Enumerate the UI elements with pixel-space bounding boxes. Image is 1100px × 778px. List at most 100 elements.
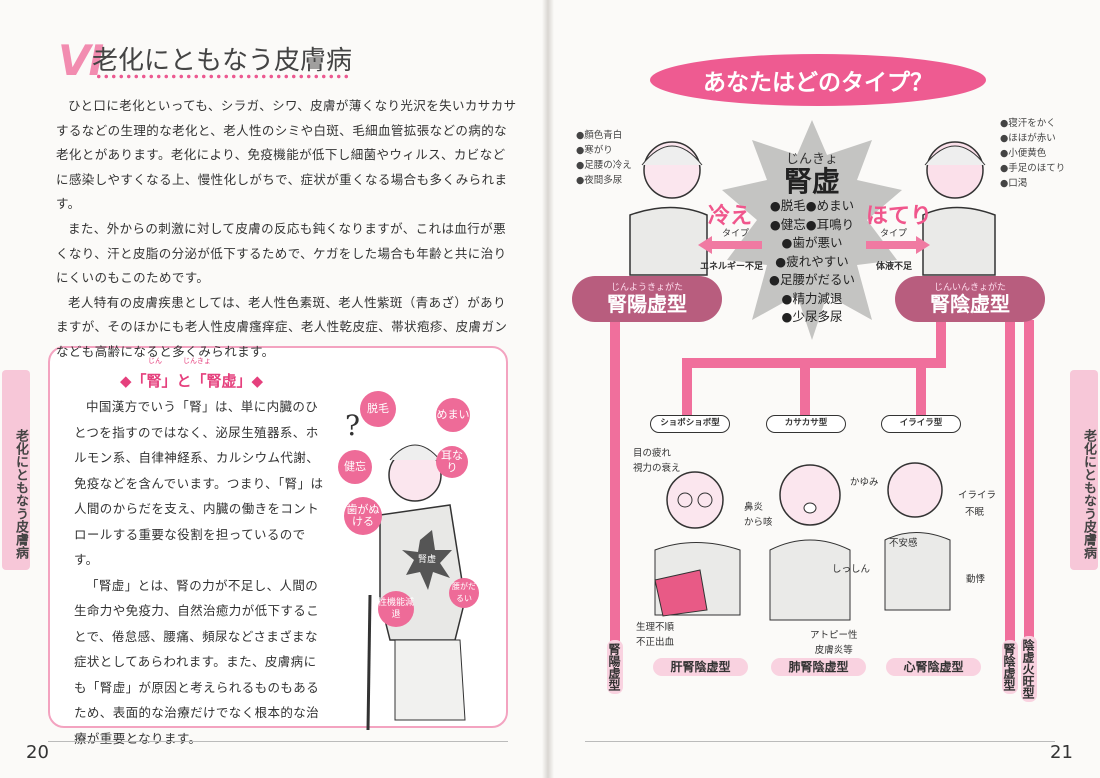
cold-person-illustration (629, 141, 708, 276)
connector-bar (1024, 320, 1034, 642)
subtype-tag: ショボショボ型 (650, 415, 730, 433)
intro-paragraph-2: また、外からの刺激に対して皮膚の反応も鈍くなりますが、これは血行が悪くなり、汗と… (56, 220, 507, 286)
heat-symptoms: ●寝汗をかく ●ほほが赤い ●小便黄色 ●手足のほてり ●口渇 (1000, 116, 1065, 191)
connector-bar (610, 320, 620, 642)
center-symptom: ●脱毛●めまい (769, 198, 855, 213)
connector-bar (800, 358, 810, 416)
subtype2-note-rhinitis: 鼻炎から咳 (744, 502, 773, 528)
center-symptom: ●歯が悪い (781, 235, 843, 250)
subtype3-note-irritation: イライラ (958, 490, 997, 501)
cold-symptom: ●顔色青白 (576, 130, 623, 141)
arrow-left-icon (698, 236, 762, 254)
box-paragraph-2: 「腎虚」とは、腎の力が不足し、人間の生命力や免疫力、自然治癒力が低下することで、… (74, 577, 320, 746)
vertical-label-yin: 腎陰虚型 (1002, 640, 1018, 694)
subtype1-notes-bottom: 生理不順不正出血 (636, 622, 675, 648)
subtype-name: 肺腎陰虚型 (771, 658, 866, 676)
subtype2-note-itch: かゆみ (850, 477, 879, 488)
heat-symptom: ●寝汗をかく (1000, 118, 1056, 129)
subtype-tag: カサカサ型 (766, 415, 846, 433)
footer-rule-left (48, 741, 508, 742)
center-symptom: ●足腰がだるい (769, 272, 855, 287)
subtype-name: 心腎陰虚型 (886, 658, 981, 676)
center-symptom: ●疲れやすい (775, 253, 849, 269)
connector-bar (682, 358, 946, 368)
section-header: あなたはどのタイプ？ (703, 70, 933, 96)
heat-type-sub: タイプ (880, 229, 908, 239)
coughing-person (769, 464, 851, 621)
bubble-tooth-loss: 歯がぬける (344, 497, 382, 535)
box-heading-ruby: じん じんきょ (148, 357, 211, 365)
kidney-yin-deficiency-pill: じんいんきょがた 腎陰虚型 (895, 276, 1045, 322)
left-side-tab: 老化にともなう皮膚病 (2, 370, 30, 570)
center-ruby: じんきょ (785, 152, 838, 167)
tired-eyes-person (654, 471, 741, 617)
subtype-tag: イライラ型 (881, 415, 961, 433)
box-heading: ◆「腎」と「腎虚」◆ (120, 372, 264, 390)
subtype3-note-insomnia: 不眠 (965, 507, 985, 518)
center-symptom: ●健忘●耳鳴り (769, 216, 855, 232)
starburst-label: 腎虚 (418, 553, 436, 565)
cold-cause: エネルギー不足 (700, 262, 764, 272)
cold-symptom: ●足腰の冷え (576, 160, 632, 171)
bubble-sexual-decline: 性機能減退 (378, 591, 414, 627)
heat-type-label: ほてり (866, 204, 933, 229)
connector-bar (1005, 320, 1015, 642)
heat-symptom: ●小便黄色 (1000, 148, 1047, 159)
svg-text:?: ? (345, 409, 360, 442)
box-text: 中国漢方でいう「腎」は、単に内臓のひとつを指すのではなく、泌尿生殖器系、ホルモン… (74, 394, 324, 751)
cold-symptom: ●寒がり (576, 145, 613, 156)
heat-symptom: ●ほほが赤い (1000, 133, 1056, 144)
page-number-right: 21 (1050, 742, 1073, 763)
subtype3-note-anxiety: 不安感 (889, 538, 918, 549)
kidney-deficiency-center: じんきょ 腎虚 ●脱毛●めまい ●健忘●耳鳴り ●歯が悪い ●疲れやすい ●足腰… (762, 148, 862, 327)
center-symptom: ●少尿多尿 (781, 309, 843, 324)
cold-type-sub: タイプ (722, 229, 750, 239)
subtype2-notes-bottom: アトピー性皮膚炎等 (810, 630, 858, 656)
subtype-name: 肝腎陰虚型 (653, 658, 748, 676)
page-number-left: 20 (26, 742, 49, 763)
pill-label: 腎陰虚型 (930, 292, 1010, 316)
page-title: 老化にともなう皮膚病 (92, 46, 353, 76)
title-dotted-underline (95, 74, 351, 79)
pill-ruby: じんいんきょがた (933, 283, 1006, 293)
center-symptom: ●精力減退 (781, 290, 843, 306)
elderly-woman-illustration: ? 腎虚 (345, 409, 466, 730)
subtype-illustrations (654, 462, 951, 621)
subtype2-note-eczema: しっしん (832, 564, 871, 575)
intro-paragraph-1: ひと口に老化といっても、シラガ、シワ、皮膚が薄くなり光沢を失いカサカサするなどの… (56, 98, 517, 212)
center-title: 腎虚 (783, 165, 840, 198)
right-side-tab: 老化にともなう皮膚病 (1070, 370, 1098, 570)
vertical-label-yang: 腎陽虚型 (607, 640, 623, 694)
connector-bar (682, 358, 692, 416)
box-paragraph-1: 中国漢方でいう「腎」は、単に内臓のひとつを指すのではなく、泌尿生殖器系、ホルモン… (74, 399, 324, 567)
starburst-shape (722, 120, 902, 340)
vertical-label-yin-fire: 陰虚火旺型 (1021, 636, 1037, 702)
connector-bar (916, 358, 926, 416)
flushed-person-illustration (922, 141, 996, 276)
side-tab-label: 老化にともなう皮膚病 (13, 429, 28, 559)
footer-rule-right (585, 741, 1055, 742)
connector-bar (936, 320, 946, 364)
anxious-person (884, 462, 951, 611)
intro-text: ひと口に老化といっても、シラガ、シワ、皮膚が薄くなり光沢を失いカサカサするなどの… (56, 94, 518, 365)
subtype3-note-palpitation: 動悸 (966, 574, 986, 585)
bubble-back-fatigue: 腰がだるい (449, 578, 479, 608)
cold-type-label: 冷え (708, 204, 753, 229)
bubble-tinnitus: 耳なり (436, 446, 468, 478)
kidney-yang-deficiency-pill: じんようきょがた 腎陽虚型 (572, 276, 722, 322)
heat-symptom: ●手足のほてり (1000, 163, 1066, 174)
pill-label: 腎陽虚型 (607, 292, 687, 316)
bubble-forgetfulness: 健忘 (338, 450, 372, 484)
cold-symptoms: ●顔色青白 ●寒がり ●足腰の冷え ●夜間多尿 (576, 128, 632, 188)
book-gutter (542, 0, 554, 778)
bubble-dizziness: めまい (436, 398, 470, 432)
side-tab-label: 老化にともなう皮膚病 (1081, 429, 1096, 559)
intro-paragraph-3: 老人特有の皮膚疾患としては、老人性色素斑、老人性紫斑（青あざ）がありますが、その… (56, 294, 508, 359)
pill-ruby: じんようきょがた (610, 283, 683, 293)
cold-symptom: ●夜間多尿 (576, 175, 623, 186)
heat-cause: 体液不足 (876, 262, 913, 272)
subtype1-notes-top: 目の疲れ視力の衰え (633, 448, 681, 474)
section-header-oval: あなたはどのタイプ？ (650, 54, 986, 106)
heat-symptom: ●口渇 (1000, 178, 1028, 189)
arrow-right-icon (866, 236, 930, 254)
